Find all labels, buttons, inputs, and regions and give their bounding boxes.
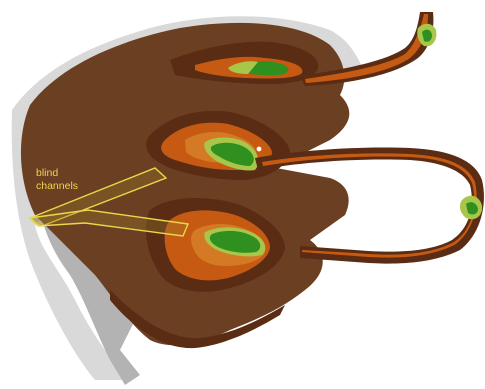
- annotation-line-2: channels: [36, 180, 78, 192]
- annotation-line-1: blind: [36, 167, 58, 179]
- white-spot: [257, 147, 262, 152]
